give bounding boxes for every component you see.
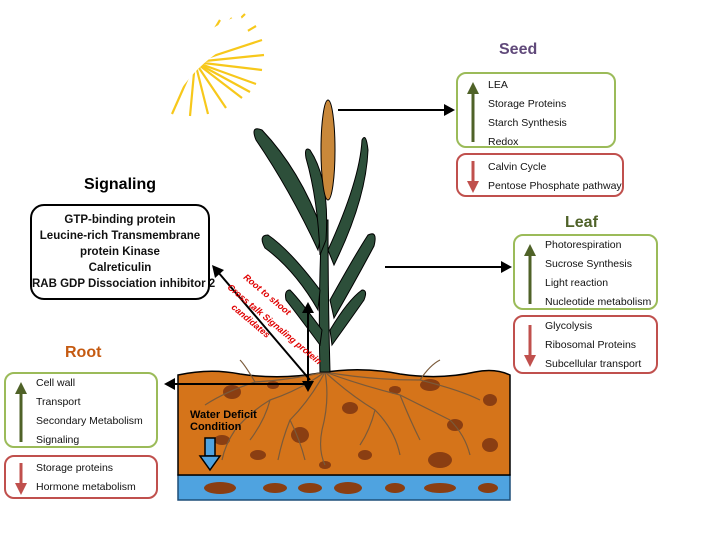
list-item: Photorespiration xyxy=(545,239,622,251)
leaf-title: Leaf xyxy=(565,214,598,231)
list-item: Glycolysis xyxy=(545,320,593,332)
list-item: GTP-binding protein xyxy=(64,214,176,226)
roots xyxy=(204,359,481,466)
list-item: Light reaction xyxy=(545,277,609,289)
down-arrow-icon xyxy=(15,463,27,495)
list-item: Starch Synthesis xyxy=(488,117,567,129)
root-downregulated-box: Storage proteins Hormone metabolism xyxy=(4,455,158,499)
sun-mask xyxy=(150,15,250,118)
leaf-downregulated-box: Glycolysis Ribosomal Proteins Subcellula… xyxy=(513,315,658,374)
water-stones xyxy=(204,482,498,494)
list-item: Redox xyxy=(488,136,519,148)
soil-layer xyxy=(177,368,511,476)
list-item: Signaling xyxy=(36,434,80,446)
signaling-box: GTP-binding protein Leucine-rich Transme… xyxy=(30,204,216,300)
water-deficit-arrow-icon xyxy=(198,437,222,472)
list-item: Cell wall xyxy=(36,377,76,389)
root-upregulated-box: Cell wall Transport Secondary Metabolism… xyxy=(4,372,158,448)
list-item: Storage proteins xyxy=(36,462,114,474)
list-item: Secondary Metabolism xyxy=(36,415,143,427)
connector-arrows xyxy=(172,109,505,385)
signaling-title: Signaling xyxy=(84,176,156,193)
seed-spike xyxy=(320,99,336,201)
leaf-upregulated-box: Photorespiration Sucrose Synthesis Light… xyxy=(513,234,658,310)
list-item: Subcellular transport xyxy=(545,358,642,370)
root-title: Root xyxy=(65,344,102,361)
seed-title: Seed xyxy=(499,41,538,58)
list-item: RAB GDP Dissociation inhibitor 2 xyxy=(32,278,216,290)
list-item: Storage Proteins xyxy=(488,98,567,110)
seed-upregulated-box: LEA Storage Proteins Starch Synthesis Re… xyxy=(456,72,616,148)
up-arrow-icon xyxy=(467,82,479,142)
list-item: Hormone metabolism xyxy=(36,481,136,493)
list-item: Transport xyxy=(36,396,81,408)
up-arrow-icon xyxy=(15,382,27,442)
up-arrow-icon xyxy=(524,244,536,304)
list-item: Ribosomal Proteins xyxy=(545,339,637,351)
down-arrow-icon xyxy=(524,325,536,367)
down-arrow-icon xyxy=(467,161,479,193)
list-item: Pentose Phosphate pathway xyxy=(488,180,622,192)
seed-downregulated-box: Calvin Cycle Pentose Phosphate pathway xyxy=(456,153,624,197)
water-deficit-label: Water Deficit Condition xyxy=(190,409,257,433)
arrow-heads xyxy=(164,104,512,392)
list-item: LEA xyxy=(488,79,508,91)
plant xyxy=(253,128,376,373)
list-item: protein Kinase xyxy=(80,246,160,258)
list-item: Calvin Cycle xyxy=(488,161,547,173)
list-item: Sucrose Synthesis xyxy=(545,258,632,270)
list-item: Leucine-rich Transmembrane xyxy=(39,230,201,242)
list-item: Nucleotide metabolism xyxy=(545,296,652,308)
list-item: Calreticulin xyxy=(88,262,152,274)
